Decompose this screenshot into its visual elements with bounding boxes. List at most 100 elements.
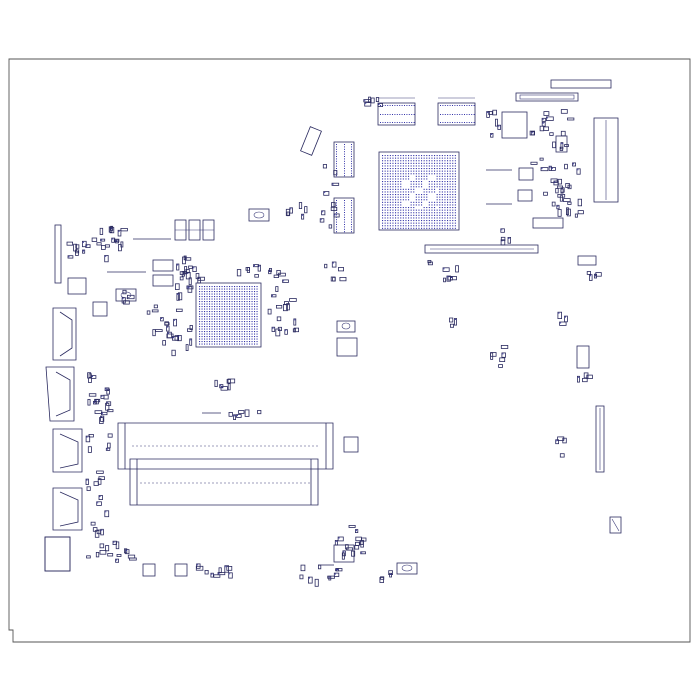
passive-component — [530, 161, 538, 165]
passive-component — [539, 157, 544, 161]
passive-component — [228, 411, 233, 417]
passive-component — [559, 321, 567, 326]
passive-component — [224, 565, 230, 573]
ic-chip — [576, 345, 590, 369]
passive-component — [189, 338, 193, 346]
ic-chip — [532, 217, 564, 229]
passive-component — [82, 249, 86, 254]
passive-component — [499, 357, 506, 362]
trace-lines — [107, 169, 512, 566]
passive-component — [490, 132, 494, 138]
passive-component — [196, 563, 201, 569]
passive-component — [557, 311, 563, 320]
passive-component — [284, 301, 289, 306]
passive-component — [86, 486, 91, 491]
passive-component — [498, 364, 503, 368]
passive-component — [96, 501, 102, 506]
io-connector — [52, 428, 83, 473]
passive-component — [177, 334, 182, 342]
connector-right-vertical — [595, 405, 605, 473]
passive-component — [334, 540, 338, 546]
passive-component — [88, 377, 92, 383]
passive-component — [551, 201, 556, 207]
passive-component — [188, 277, 192, 286]
passive-component — [101, 244, 106, 250]
passive-component — [257, 409, 262, 415]
passive-component — [151, 309, 159, 313]
passive-component — [363, 99, 371, 103]
passive-component — [210, 572, 214, 578]
ic-chip — [44, 536, 71, 572]
passive-component — [500, 344, 509, 349]
passive-component — [166, 331, 172, 339]
passive-component — [443, 277, 446, 283]
passive-component — [87, 398, 91, 406]
passive-component — [171, 336, 179, 341]
passive-component — [93, 481, 99, 486]
passive-component — [300, 564, 306, 572]
passive-component — [127, 294, 135, 300]
memory-chip — [437, 97, 476, 126]
passive-component — [104, 254, 109, 263]
passive-component — [184, 266, 188, 274]
memory-chip — [333, 197, 355, 234]
passive-component — [324, 263, 328, 269]
passive-component — [220, 386, 228, 391]
passive-component — [330, 206, 338, 211]
passive-component — [87, 446, 92, 453]
passive-component — [333, 572, 340, 577]
passive-component — [529, 130, 535, 136]
passive-component — [557, 193, 566, 198]
passive-component — [560, 130, 566, 137]
passive-component — [257, 264, 262, 272]
passive-component — [176, 263, 180, 271]
passive-component — [317, 564, 322, 570]
passive-component — [427, 261, 433, 266]
ic-chip — [142, 563, 156, 577]
ic-chip — [577, 255, 597, 266]
passive-component — [73, 243, 77, 252]
passive-component — [197, 277, 201, 284]
connector-top-2 — [515, 92, 579, 102]
passive-component — [217, 572, 226, 576]
passive-component — [226, 566, 233, 571]
passive-component — [543, 191, 548, 196]
passive-component — [88, 393, 97, 397]
passive-component — [321, 210, 326, 216]
passive-component — [115, 541, 120, 550]
passive-component — [175, 308, 183, 312]
passive-component — [564, 163, 568, 170]
passive-component — [540, 167, 549, 172]
passive-component — [389, 572, 393, 578]
passive-component — [174, 283, 180, 290]
io-connector — [44, 536, 71, 572]
passive-component — [95, 552, 100, 558]
passive-component — [359, 540, 364, 546]
passive-component — [275, 286, 279, 292]
passive-component — [293, 327, 300, 333]
passive-component — [557, 185, 563, 189]
passive-component — [546, 116, 554, 121]
io-connector — [52, 307, 77, 361]
passive-component — [586, 271, 592, 275]
passive-component — [379, 577, 384, 583]
passive-component — [85, 478, 89, 485]
passive-component — [118, 244, 122, 252]
passive-component — [559, 453, 565, 458]
passive-component — [117, 229, 122, 237]
passive-component — [105, 545, 110, 552]
passive-component — [335, 568, 339, 572]
passive-component — [586, 374, 593, 380]
passive-component — [507, 236, 511, 244]
dimm-slot — [117, 422, 334, 470]
passive-component — [543, 126, 549, 131]
memory-chip — [333, 141, 355, 178]
passive-component — [105, 244, 110, 248]
passive-component — [113, 238, 120, 243]
passive-component — [331, 202, 336, 208]
passive-component — [101, 411, 108, 416]
passive-component — [289, 298, 297, 302]
passive-components — [66, 96, 602, 587]
passive-component — [582, 377, 588, 383]
